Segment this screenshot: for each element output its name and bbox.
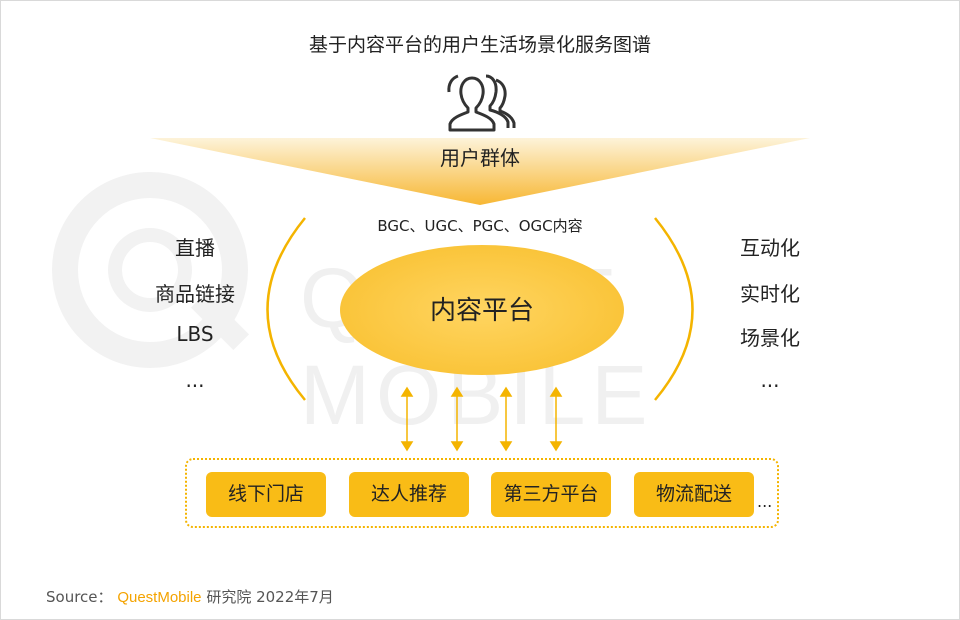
right-item-realtime: 实时化 <box>740 282 800 306</box>
services-more: ... <box>757 492 773 511</box>
right-arc <box>654 217 694 401</box>
platform-label: 内容平台 <box>429 296 534 326</box>
platform-ellipse <box>340 245 624 375</box>
service-influencer-recommend: 达人推荐 <box>349 472 469 517</box>
right-item-more: ... <box>760 368 780 392</box>
content-types-label: BGC、UGC、PGC、OGC内容 <box>377 217 583 235</box>
left-item-more: ... <box>185 368 205 392</box>
service-offline-store: 线下门店 <box>206 472 326 517</box>
source-suffix: 研究院 2022年7月 <box>206 588 334 606</box>
left-item-live: 直播 <box>175 236 215 260</box>
user-group-label: 用户群体 <box>440 146 520 170</box>
source-brand: QuestMobile <box>117 589 202 606</box>
left-item-product-link: 商品链接 <box>155 282 235 306</box>
connector-arrows <box>400 386 563 452</box>
chart-title: 基于内容平台的用户生活场景化服务图谱 <box>308 34 651 56</box>
left-arc <box>266 217 306 401</box>
service-logistics: 物流配送 <box>634 472 754 517</box>
left-item-lbs: LBS <box>176 322 214 346</box>
right-item-scenario: 场景化 <box>740 326 800 350</box>
source-note: Source： QuestMobile 研究院 2022年7月 <box>46 586 334 607</box>
watermark-logo-icon <box>52 172 249 368</box>
users-icon <box>447 74 516 132</box>
service-third-party-platform: 第三方平台 <box>491 472 611 517</box>
user-beam-shape <box>150 138 810 205</box>
right-item-interactive: 互动化 <box>740 236 800 260</box>
services-container <box>185 458 779 528</box>
source-prefix: Source： <box>46 588 113 606</box>
